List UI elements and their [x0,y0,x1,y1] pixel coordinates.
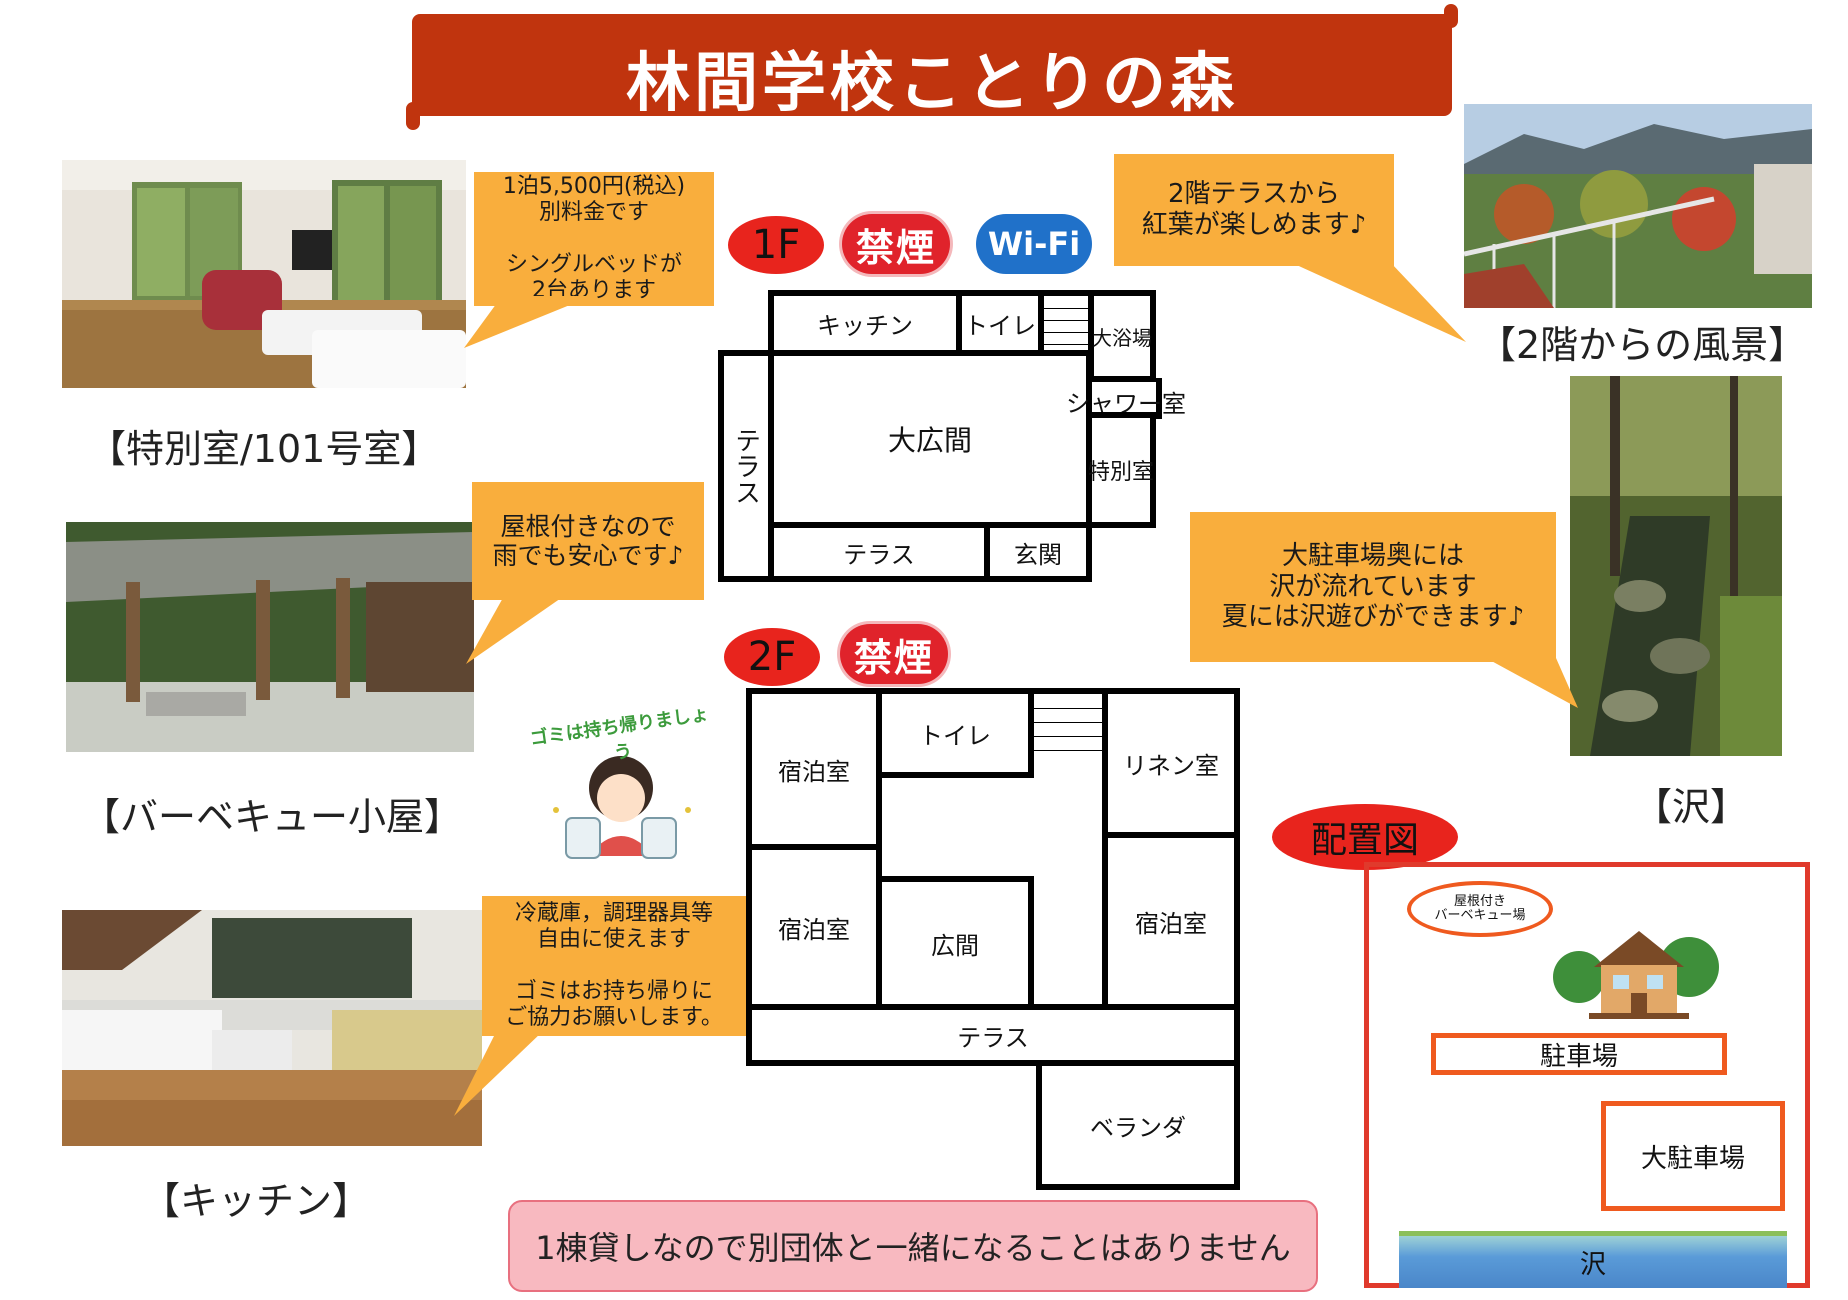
terrace-view-bubble: 2階テラスから 紅葉が楽しめます♪ [1114,154,1394,266]
stream-photo [1570,376,1782,756]
terrace-view-bubble-tail [1290,262,1466,342]
special-room-bubble-tail [464,296,592,348]
floor2-lodging-2: 宿泊室 [746,844,882,1010]
view-photo [1464,104,1812,308]
bbq-hut-photo [66,522,474,752]
stream-bubble: 大駐車場奥には 沢が流れています 夏には沢遊びができます♪ [1190,512,1556,662]
stream-bubble-text: 大駐車場奥には 沢が流れています 夏には沢遊びができます♪ [1221,540,1525,633]
floor2-veranda: ベランダ [1036,1060,1240,1190]
floor1-stairs [1040,290,1094,352]
wifi-badge: Wi-Fi [976,214,1092,274]
floor1-terrace-bottom: テラス [768,522,990,582]
map-parking: 駐車場 [1431,1033,1727,1075]
view-caption: 【2階からの風景】 [1478,323,1807,367]
floor1-badge: 1F [728,216,824,274]
trash-takeaway-illustration: ゴミは持ち帰りましょう [526,704,716,866]
floor1-toilet: トイレ [956,290,1044,356]
floor2-lodging-1: 宿泊室 [746,688,882,850]
floor1-hall: 大広間 [768,350,1092,528]
bbq-bubble-text: 屋根付きなので 雨でも安心です♪ [492,511,684,571]
floor2-stairs [1034,694,1106,766]
floor1-no-smoking-badge: 禁煙 [842,214,950,274]
bbq-bubble-tail [466,596,564,664]
bbq-bubble: 屋根付きなので 雨でも安心です♪ [472,482,704,600]
map-big-parking: 大駐車場 [1601,1101,1785,1211]
special-room-photo [62,160,466,388]
stream-caption: 【沢】 [1634,785,1749,829]
floor1-entrance: 玄関 [984,522,1092,582]
map-label: 配置図 [1310,820,1419,861]
floor2-lounge: 広間 [876,876,1034,1010]
kitchen-bubble-text: 冷蔵庫，調理器具等 自由に使えます ゴミはお持ち帰りに ご協力お願いします。 [505,901,723,1030]
floor1-bath: 大浴場 [1088,290,1156,382]
floor2-toilet: トイレ [876,688,1034,778]
floor2-lodging-3: 宿泊室 [1102,832,1240,1010]
kitchen-photo [62,910,482,1146]
exclusive-rental-notice: 1棟貸しなので別団体と一緒になることはありません [508,1200,1318,1292]
floor2-linen: リネン室 [1102,688,1240,838]
map-bbq-label: 屋根付き バーベキュー場 [1434,893,1526,923]
bbq-hut-caption: 【バーベキュー小屋】 [82,795,463,839]
house-icon [1549,917,1719,1027]
special-room-bubble: 1泊5,500円(税込) 別料金です シングルベッドが 2台あります [474,172,714,306]
map-stream: 沢 [1399,1231,1787,1288]
stream-bubble-tail [1486,658,1578,708]
map-bbq-ellipse: 屋根付き バーベキュー場 [1407,881,1553,937]
floor1-kitchen: キッチン [768,290,962,356]
layout-map: 屋根付き バーベキュー場 駐車場 大駐車場 沢 [1364,862,1810,1288]
floor1-terrace-side: テラス [718,350,774,582]
kitchen-caption: 【キッチン】 [142,1179,371,1223]
floor2-terrace: テラス [746,1004,1240,1066]
map-label-badge: 配置図 [1272,804,1458,870]
floor2-badge: 2F [724,628,820,686]
terrace-view-bubble-text: 2階テラスから 紅葉が楽しめます♪ [1141,179,1367,240]
title-banner: 林間学校ことりの森 [406,4,1458,130]
special-room-caption: 【特別室/101号室】 [88,427,440,471]
floor2-no-smoking-badge: 禁煙 [840,624,948,684]
kitchen-bubble: 冷蔵庫，調理器具等 自由に使えます ゴミはお持ち帰りに ご協力お願いします。 [482,896,746,1036]
special-room-bubble-text: 1泊5,500円(税込) 別料金です シングルベッドが 2台あります [502,174,686,303]
kitchen-bubble-tail [454,1032,542,1116]
page-title: 林間学校ことりの森 [626,47,1238,121]
floor1-special: 特別室 [1086,412,1156,528]
